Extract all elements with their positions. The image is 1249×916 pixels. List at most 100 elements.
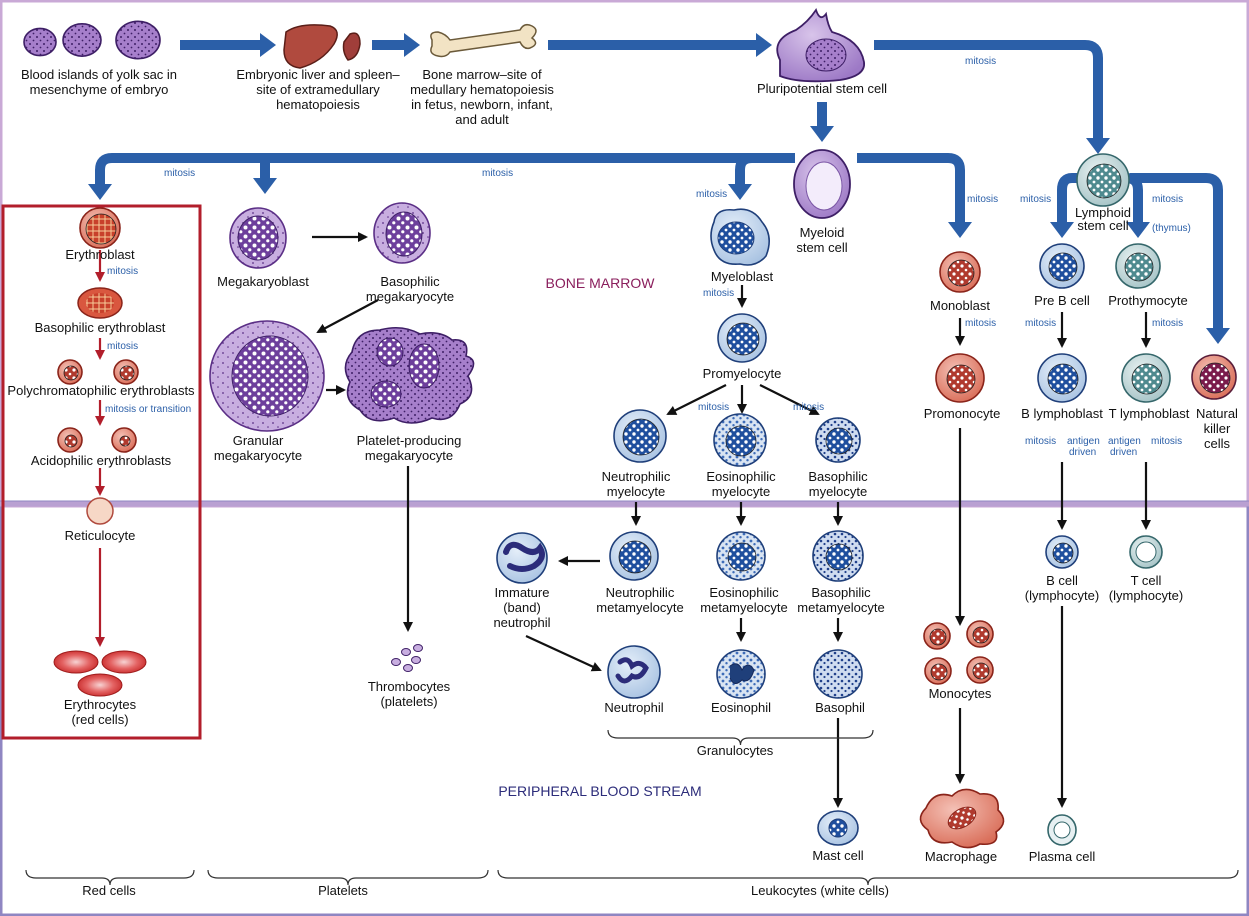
poly-ery-label: Polychromatophilic erythroblasts: [7, 383, 195, 398]
myeloid-stem-label: Myeloid: [800, 225, 845, 240]
red-cell-box: [1, 204, 202, 740]
mast-label: Mast cell: [812, 848, 863, 863]
megakaryoblast-label: Megakaryoblast: [217, 274, 309, 289]
annotation-mitosis: mitosis: [1152, 194, 1183, 205]
annotation-thymus: (thymus): [1152, 223, 1191, 234]
annotation-mitosis: mitosis: [703, 288, 734, 299]
arrowhead-erythroblast: [88, 184, 112, 200]
liver-label: Embryonic liver and spleen–: [236, 67, 400, 82]
arrow-pluri-to-lymphoid: [874, 40, 1103, 140]
pre-b-label: Pre B cell: [1034, 293, 1090, 308]
annotation-mitosis: mitosis: [1025, 436, 1056, 447]
annotation-mitosis: mitosis: [1025, 318, 1056, 329]
arrowhead-myeloblast: [728, 184, 752, 200]
promyelocyte-cell: [717, 313, 767, 363]
neutrophilic-metamyelocyte-cell: [609, 531, 659, 581]
eos-meta-label: Eosinophilic: [709, 585, 779, 600]
thrombocytes-label: Thrombocytes: [368, 679, 451, 694]
cells-layer: [23, 7, 1237, 849]
b-cell: [1045, 535, 1079, 569]
baso-mega-label: Basophilic: [380, 274, 440, 289]
platelet-mega-label: Platelet-producing: [357, 433, 462, 448]
pre-b-cell: [1039, 243, 1085, 289]
myeloid-nucleus: [805, 161, 843, 211]
bone-label: medullary hematopoiesis: [410, 82, 554, 97]
red-cells-brace: [25, 869, 195, 886]
t-cell-label: T cell: [1131, 573, 1162, 588]
basophilic-erythroblast-nucleus: [86, 293, 114, 313]
eos-myelo-label: myelocyte: [712, 484, 771, 499]
plasma-cell-nucleus: [1053, 821, 1071, 839]
natural-killer-cell: [1191, 354, 1237, 400]
neutrophil-nucleus: [615, 657, 649, 684]
arrow-promyelocyte-to-basophilic: [759, 384, 820, 415]
arrowhead-myeloid: [810, 126, 834, 142]
bottom-platelets-label: Platelets: [318, 883, 368, 898]
arrowhead-megakaryoblast: [253, 178, 277, 194]
eosinophilic-myelocyte-cell: [713, 413, 767, 467]
acido-ery-label: Acidophilic erythroblasts: [31, 453, 172, 468]
annotation-mitosis_or_transition: mitosis or transition: [105, 404, 191, 415]
monoblast-cell: [939, 251, 981, 293]
arrow-myeloid-to-myeloblast: [735, 153, 785, 186]
blood-island-3: [115, 20, 161, 60]
platelet-producing-megakaryocyte: [344, 326, 475, 424]
eos-meta-label: metamyelocyte: [700, 600, 787, 615]
arrowhead-nk: [1206, 328, 1230, 344]
arrow-basophilic-to-granular: [316, 299, 379, 333]
bone-label: Bone marrow–site of: [422, 67, 542, 82]
lymphoid-stem-label: stem cell: [1077, 218, 1128, 233]
platelets-brace: [207, 869, 489, 886]
eosinophil-label: Eosinophil: [711, 700, 771, 715]
bone-label: and adult: [455, 112, 509, 127]
basophil-label: Basophil: [815, 700, 865, 715]
baso-meta-label: metamyelocyte: [797, 600, 884, 615]
arrow-promyelocyte-to-neutrophilic: [666, 384, 727, 415]
annotation-0: antigen: [1067, 436, 1100, 447]
annotation-mitosis: mitosis: [107, 341, 138, 352]
monoblast-label: Monoblast: [930, 298, 990, 313]
annotation-0: antigen: [1108, 436, 1141, 447]
mast-cell-nucleus: [828, 818, 848, 838]
platelet-producing-nucleus-2: [408, 343, 440, 389]
granular-megakaryocyte-nucleus: [231, 335, 309, 417]
liver-label: site of extramedullary: [256, 82, 380, 97]
erythrocyte-1: [53, 650, 99, 674]
t-lymphoblast-cell: [1121, 353, 1171, 403]
annotation-mitosis: mitosis: [793, 402, 824, 413]
arrows-layer: [25, 33, 1239, 886]
bottom-red-label: Red cells: [82, 883, 136, 898]
acidophilic-erythroblast-1: [57, 427, 83, 453]
gran-mega-label: Granular: [233, 433, 284, 448]
arrow-myeloid-to-red: [95, 153, 795, 186]
arrowhead-monoblast: [948, 222, 972, 238]
arrowhead-preb: [1050, 222, 1074, 238]
yolk-label: Blood islands of yolk sac in: [21, 67, 177, 82]
prothymocyte-cell: [1115, 243, 1161, 289]
region-label-peripheral: PERIPHERAL BLOOD STREAM: [498, 783, 701, 799]
basophil-cell: [813, 649, 863, 699]
band-label: Immature: [495, 585, 550, 600]
erythroblast-cell: [79, 207, 121, 249]
eos-myelo-label: Eosinophilic: [706, 469, 776, 484]
monocyte-2: [966, 620, 994, 648]
baso-mega-label: megakaryocyte: [366, 289, 454, 304]
lymphoid-stem-cell: [1076, 153, 1130, 207]
band-label: neutrophil: [493, 615, 550, 630]
promonocyte-cell: [935, 353, 985, 403]
prothymocyte-label: Prothymocyte: [1108, 293, 1187, 308]
granulocytes-brace: [607, 729, 874, 746]
yolk-label: mesenchyme of embryo: [30, 82, 169, 97]
monocyte-3: [924, 657, 952, 685]
annotation-mitosis: mitosis: [698, 402, 729, 413]
t-cell-nucleus: [1135, 541, 1157, 563]
annotation-mitosis: mitosis: [967, 194, 998, 205]
annotation-mitosis: mitosis: [1152, 318, 1183, 329]
thrombocyte-2: [401, 648, 411, 656]
leukocytes-brace: [497, 869, 1239, 886]
erythrocyte-2: [101, 650, 147, 674]
annotation-mitosis: mitosis: [696, 189, 727, 200]
erythrocyte-3: [77, 673, 123, 697]
